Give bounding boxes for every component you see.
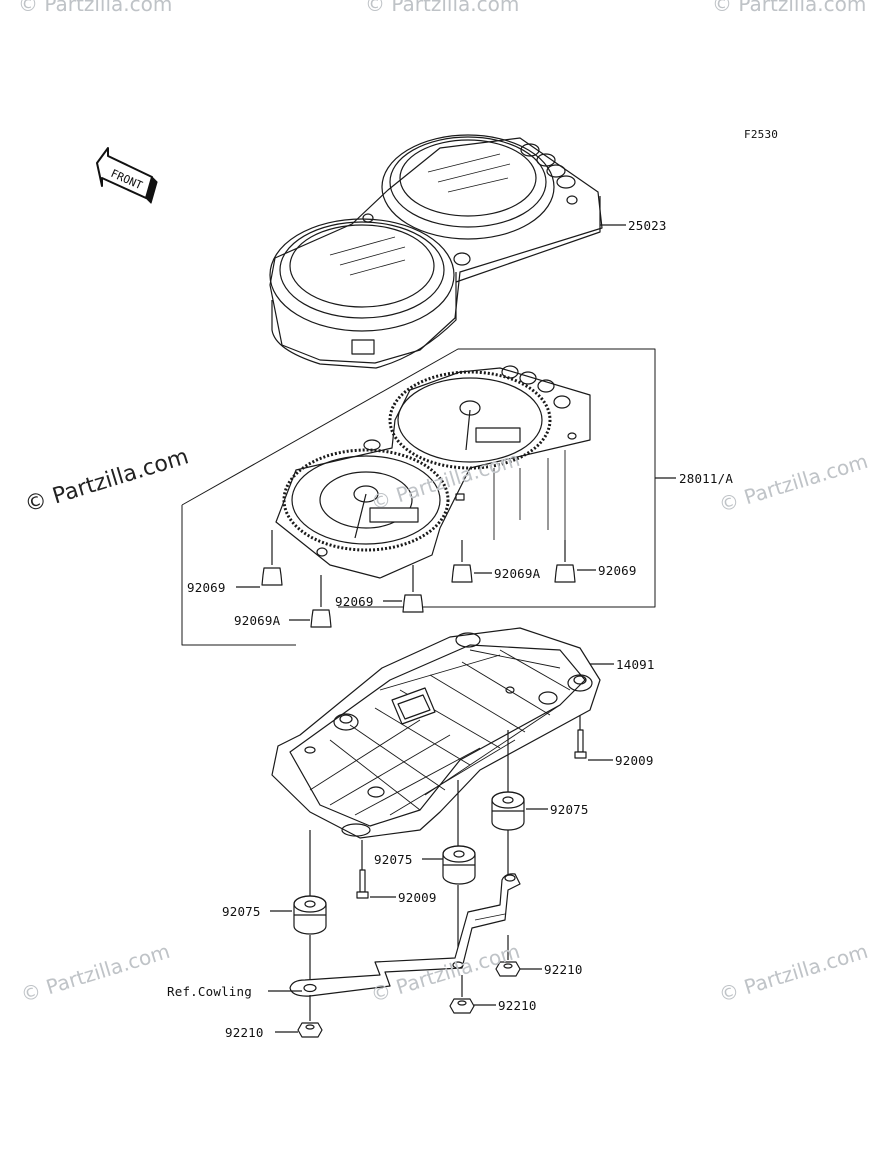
part-label-25023[interactable]: 25023: [628, 218, 667, 233]
part-label-92069-mid[interactable]: 92069: [335, 594, 374, 609]
bulb-sockets-drawing: [261, 530, 576, 628]
part-label-92210-right[interactable]: 92210: [544, 962, 583, 977]
watermark-top-mid: © Partzilla.com: [365, 0, 520, 16]
dampers-drawing: [293, 730, 525, 985]
part-label-92210-left[interactable]: 92210: [225, 1025, 264, 1040]
watermark-top-right: © Partzilla.com: [712, 0, 867, 16]
nuts-drawing: [297, 935, 521, 1038]
part-label-28011-a[interactable]: 28011/A: [679, 471, 734, 486]
meter-assembly-drawing: [275, 365, 591, 579]
meter-case-drawing: [271, 627, 601, 839]
front-arrow-icon: FRONT: [96, 147, 158, 204]
part-label-92069-left[interactable]: 92069: [187, 580, 226, 595]
assembly-bracket-left: [181, 505, 296, 646]
part-label-92009-left[interactable]: 92009: [398, 890, 437, 905]
part-label-92075-right[interactable]: 92075: [550, 802, 589, 817]
watermark-top-left: © Partzilla.com: [18, 0, 173, 16]
screws-drawing: [356, 715, 587, 899]
part-label-92069a-right[interactable]: 92069A: [494, 566, 541, 581]
part-label-92210-mid[interactable]: 92210: [498, 998, 537, 1013]
part-label-ref-cowling[interactable]: Ref.Cowling: [167, 984, 252, 999]
part-label-14091[interactable]: 14091: [616, 657, 655, 672]
part-label-92009-right[interactable]: 92009: [615, 753, 654, 768]
meter-cover-drawing: [269, 134, 603, 369]
part-label-92069a-left[interactable]: 92069A: [234, 613, 281, 628]
part-label-92069-right[interactable]: 92069: [598, 563, 637, 578]
cowling-bracket-drawing: [289, 873, 521, 997]
part-label-92075-mid[interactable]: 92075: [374, 852, 413, 867]
part-label-92075-left[interactable]: 92075: [222, 904, 261, 919]
figure-code: F2530: [744, 128, 779, 141]
assembly-bracket-frame: [181, 348, 656, 608]
